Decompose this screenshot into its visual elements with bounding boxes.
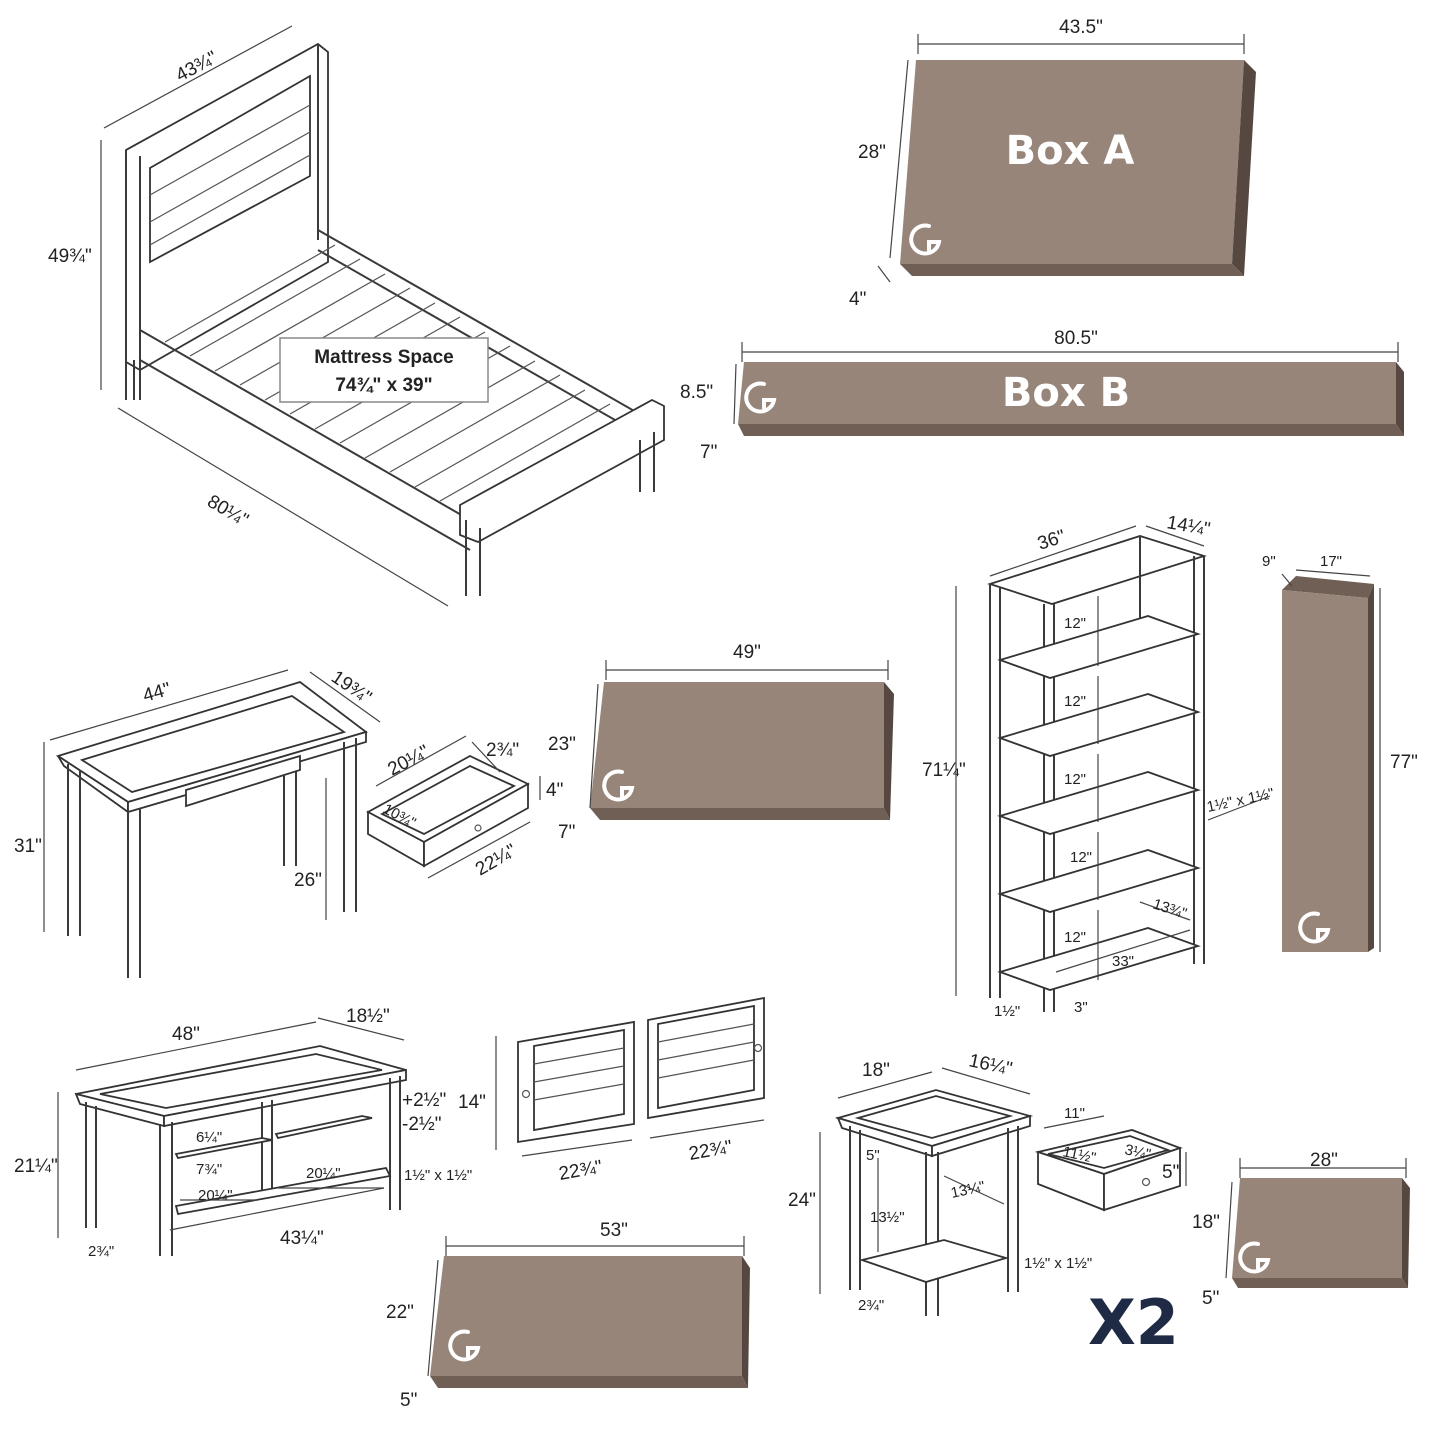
- desk-height-label: 31": [14, 836, 42, 857]
- drawer-height-label: 2¾": [486, 740, 519, 761]
- bookshelf-shelves: [997, 615, 1201, 991]
- shelf-spacing-1: 12": [1064, 615, 1086, 632]
- box-b-depth-label: 7": [700, 442, 717, 463]
- bed-height-label: 49¾": [48, 246, 92, 267]
- nightstand-box: 28" 18" 5": [1192, 1150, 1410, 1309]
- nightstand-illustration: 18" 16¼" 24" 5" 13½" 13¼" 1½" x 1½" 2¾" …: [788, 1050, 1187, 1359]
- bed-width-label: 43¾": [172, 47, 220, 86]
- box-b: Box B 80.5" 8.5" 7": [680, 328, 1404, 463]
- drawer-width-label: 20¼": [384, 741, 432, 780]
- mattress-space-label-box: [279, 337, 489, 403]
- nightstand-drawer-height-label: 5": [866, 1147, 880, 1164]
- tv-shelf-adjust-up: +2½": [402, 1090, 446, 1111]
- desk-width-label: 44": [141, 679, 174, 707]
- bookshelf-foot-label: 1½": [994, 1003, 1020, 1020]
- tv-width-label: 48": [172, 1024, 200, 1045]
- quantity-x2: X2: [1088, 1286, 1179, 1359]
- box-a-depth-label: 4": [849, 289, 866, 310]
- tv-doors: 14" 22¾" 22¾": [458, 996, 765, 1185]
- tv-depth-label: 18½": [346, 1006, 390, 1027]
- tv-shelf-adjust-down: -2½": [402, 1114, 441, 1135]
- nightstand-drawer: 11" 11½" 3¼" 5": [1034, 1105, 1187, 1212]
- box-b-label: Box B: [1002, 370, 1130, 416]
- bed-length-label: 80¼": [204, 491, 252, 531]
- door-height-label: 14": [458, 1092, 486, 1113]
- tv-opening-width-right: 20¼": [306, 1165, 341, 1182]
- shelf-spacing-2: 12": [1064, 693, 1086, 710]
- bookshelf-inner-width-label: 33": [1112, 953, 1134, 970]
- desk-depth-label: 19¾": [327, 667, 375, 709]
- tv-box-width-label: 53": [600, 1220, 628, 1241]
- mattress-space-size: 74¾" x 39": [335, 375, 432, 396]
- desk-box-height-label: 23": [548, 734, 576, 755]
- drawer-front-label: 4": [546, 780, 563, 801]
- shelf-spacing-5: 12": [1064, 929, 1086, 946]
- desk-box-depth-label: 7": [558, 822, 575, 843]
- bookshelf-box-depth-label: 9": [1262, 553, 1276, 570]
- nightstand-box-depth-label: 5": [1202, 1288, 1219, 1309]
- bookshelf-post-label: 1½" x 1½": [1205, 785, 1275, 816]
- nightstand-post-label: 1½" x 1½": [1024, 1255, 1092, 1272]
- nightstand-depth-label: 16¼": [967, 1050, 1014, 1080]
- box-b-width-label: 80.5": [1054, 328, 1098, 349]
- tv-height-label: 21¼": [14, 1156, 58, 1177]
- bookshelf-clearance-label: 3": [1074, 999, 1088, 1016]
- box-a-height-label: 28": [858, 142, 886, 163]
- box-a-label: Box A: [1006, 128, 1135, 174]
- desk-illustration: 44" 19¾" 31" 26" 20¼" 2¾" 10¾" 4" 22¼": [14, 667, 563, 978]
- bookshelf-box: 17" 9" 77": [1262, 553, 1418, 952]
- tv-clearance-label: 2¾": [88, 1243, 114, 1260]
- door-width-left-label: 22¾": [557, 1157, 604, 1185]
- nightstand-width-label: 18": [862, 1060, 890, 1081]
- tv-box-depth-label: 5": [400, 1390, 417, 1411]
- door-width-right-label: 22¾": [687, 1137, 734, 1165]
- nightstand-box-height-label: 18": [1192, 1212, 1220, 1233]
- box-b-height-label: 8.5": [680, 382, 713, 403]
- bookshelf-illustration: 36" 14¼" 71¼" 12" 12" 12" 12" 12" 1½" x …: [922, 512, 1276, 1020]
- drawer-depth-label: 22¼": [472, 840, 520, 880]
- nightstand-drawer-width-label: 11": [1064, 1105, 1085, 1122]
- nightstand-clearance-label: 2¾": [858, 1297, 884, 1314]
- nightstand-open-depth-label: 13¼": [949, 1178, 986, 1202]
- mattress-space-title: Mattress Space: [314, 347, 453, 368]
- desk-knee-clearance-label: 26": [294, 870, 322, 891]
- desk-box: 49" 23" 7": [548, 642, 894, 843]
- tv-opening-height-1: 6¼": [196, 1129, 222, 1146]
- tv-stand-illustration: 48" 18½" 21¼" +2½" -2½" 6¼" 7¾" 20¼" 20¼…: [14, 1006, 472, 1260]
- shelf-spacing-3: 12": [1064, 771, 1086, 788]
- tv-opening-width-left: 20¼": [198, 1187, 233, 1204]
- nightstand-drawer-front-label: 5": [1162, 1162, 1179, 1183]
- bookshelf-depth-label: 14¼": [1165, 512, 1212, 540]
- bookshelf-box-height-label: 77": [1390, 752, 1418, 773]
- tv-post-label: 1½" x 1½": [404, 1167, 472, 1184]
- box-a: Box A 43.5" 28" 4": [849, 17, 1256, 310]
- nightstand-height-label: 24": [788, 1190, 816, 1211]
- bookshelf-box-width-label: 17": [1320, 553, 1342, 570]
- shelf-spacing-4: 12": [1070, 849, 1092, 866]
- tv-inner-width-label: 43¼": [280, 1228, 324, 1249]
- bed-illustration: Mattress Space 74¾" x 39" 43¾" 49¾" 80¼": [48, 25, 665, 607]
- desk-drawer: 20¼" 2¾" 10¾" 4" 22¼": [366, 735, 563, 880]
- tv-box-height-label: 22": [386, 1302, 414, 1323]
- nightstand-drawer-inner-label: 11½": [1061, 1143, 1097, 1167]
- box-a-width-label: 43.5": [1059, 17, 1103, 38]
- bookshelf-inner-depth-label: 13¾": [1151, 896, 1189, 923]
- bookshelf-height-label: 71¼": [922, 760, 966, 781]
- tv-box: 53" 22" 5": [386, 1220, 750, 1411]
- nightstand-drawer-depth-label: 3¼": [1123, 1141, 1152, 1163]
- nightstand-open-height-label: 13½": [870, 1209, 905, 1226]
- tv-opening-height-2: 7¾": [196, 1161, 222, 1178]
- desk-box-width-label: 49": [733, 642, 761, 663]
- nightstand-box-width-label: 28": [1310, 1150, 1338, 1171]
